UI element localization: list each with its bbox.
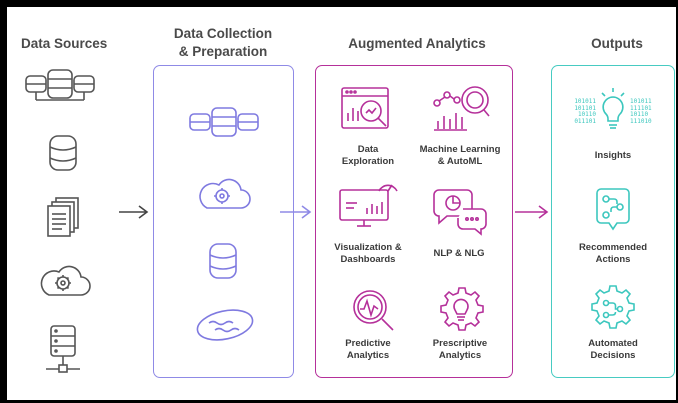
augmented-panel bbox=[315, 65, 513, 378]
label-line: Recommended bbox=[578, 242, 648, 253]
documents-icon bbox=[47, 197, 79, 237]
insights-binary-left: 101011 101101 10110 011101 bbox=[570, 98, 596, 125]
label-insights: Insights bbox=[573, 150, 653, 162]
label-line: Actions bbox=[595, 254, 631, 265]
binary-row: 101011 bbox=[630, 98, 652, 105]
title-data-sources: Data Sources bbox=[21, 36, 108, 51]
label-line: Prescriptive bbox=[432, 338, 488, 349]
label-line: Visualization & bbox=[334, 242, 402, 253]
label-nlp-nlg: NLP & NLG bbox=[419, 248, 499, 260]
binary-row: 111010 bbox=[630, 117, 652, 125]
automated-decisions-icon bbox=[591, 285, 635, 329]
binary-row: 10110 bbox=[577, 111, 596, 118]
label-line: Data bbox=[357, 144, 379, 155]
label-line: Machine Learning bbox=[419, 144, 501, 155]
title-data-collection: Data Collection & Preparation bbox=[157, 25, 289, 61]
machine-learning-icon bbox=[433, 86, 490, 131]
arrow-sources-to-collection bbox=[119, 205, 149, 219]
label-visualization-dashboards: Visualization & Dashboards bbox=[329, 242, 407, 266]
label-machine-learning: Machine Learning & AutoML bbox=[411, 144, 509, 168]
diagram-canvas: Data Sources Data Collection & Preparati… bbox=[7, 7, 676, 400]
binary-row: 111101 bbox=[630, 104, 652, 112]
binary-row: 101011 bbox=[574, 98, 596, 105]
title-outputs: Outputs bbox=[591, 36, 643, 51]
data-lake-icon bbox=[196, 309, 254, 341]
insights-bulb-icon bbox=[601, 88, 625, 129]
title-augmented-analytics: Augmented Analytics bbox=[348, 36, 486, 51]
label-predictive-analytics: Predictive Analytics bbox=[333, 338, 403, 362]
outputs-panel bbox=[551, 65, 675, 378]
label-prescriptive-analytics: Prescriptive Analytics bbox=[421, 338, 499, 362]
label-line: Exploration bbox=[341, 156, 395, 167]
title-data-collection-line2: & Preparation bbox=[178, 44, 268, 59]
arrow-collection-to-augmented bbox=[280, 205, 312, 219]
prescriptive-analytics-icon bbox=[440, 287, 484, 331]
label-line: Predictive bbox=[345, 338, 391, 349]
predictive-analytics-icon bbox=[353, 290, 394, 331]
database-icon bbox=[49, 135, 77, 171]
cloud-gear-icon bbox=[199, 178, 251, 209]
label-line: Analytics bbox=[438, 350, 482, 361]
server-network-icon bbox=[46, 325, 80, 373]
label-recommended-actions: Recommended Actions bbox=[573, 242, 653, 266]
label-line: Analytics bbox=[346, 350, 390, 361]
label-line: NLP & NLG bbox=[433, 248, 485, 259]
title-data-collection-line1: Data Collection bbox=[173, 26, 273, 41]
label-line: Automated bbox=[588, 338, 638, 349]
database-cluster-icon bbox=[189, 107, 259, 137]
visualization-dashboard-icon bbox=[339, 184, 398, 227]
cloud-gear-icon bbox=[40, 265, 91, 296]
label-line: Decisions bbox=[590, 350, 636, 361]
label-data-exploration: Data Exploration bbox=[331, 144, 405, 168]
arrow-augmented-to-outputs bbox=[515, 205, 549, 219]
data-exploration-icon bbox=[341, 87, 389, 129]
label-line: Insights bbox=[594, 150, 632, 161]
label-line: Dashboards bbox=[340, 254, 396, 265]
recommended-actions-icon bbox=[596, 188, 630, 231]
label-line: & AutoML bbox=[437, 156, 483, 167]
binary-row: 101101 bbox=[574, 104, 596, 112]
label-automated-decisions: Automated Decisions bbox=[573, 338, 653, 362]
database-cluster-icon bbox=[25, 69, 95, 101]
database-icon bbox=[209, 243, 237, 279]
binary-row: 011101 bbox=[574, 117, 596, 125]
collection-panel bbox=[153, 65, 294, 378]
nlp-chat-icon bbox=[433, 189, 487, 236]
binary-row: 10110 bbox=[630, 111, 649, 118]
insights-binary-right: 101011 111101 10110 111010 bbox=[630, 98, 656, 125]
